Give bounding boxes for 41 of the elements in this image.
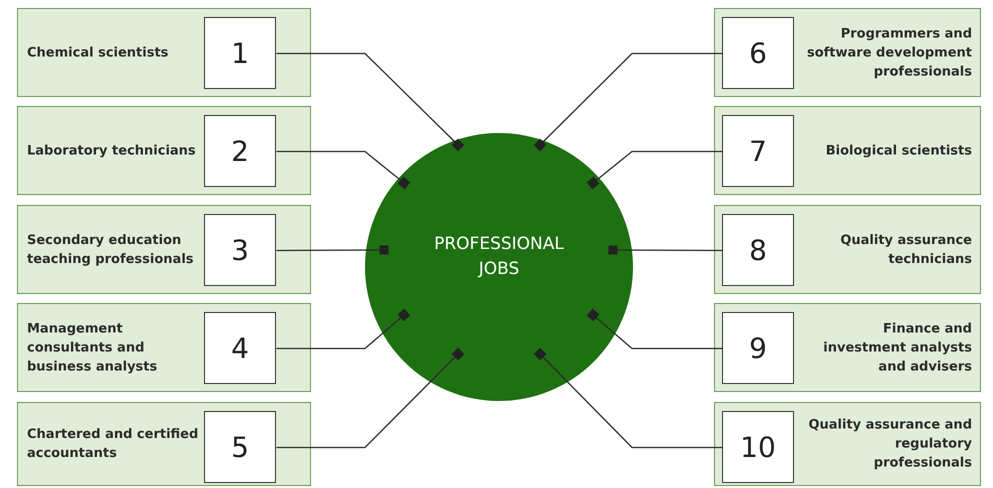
number-box: 1 bbox=[204, 17, 276, 89]
number-box: 3 bbox=[204, 214, 276, 286]
job-card bbox=[714, 303, 981, 392]
job-card bbox=[17, 303, 311, 392]
number-box: 7 bbox=[722, 115, 794, 187]
job-title: Biological scientists bbox=[824, 142, 972, 160]
number-box: 10 bbox=[722, 411, 794, 483]
job-card bbox=[714, 8, 981, 97]
job-title: Finance and investment analysts and advisers bbox=[822, 320, 972, 376]
job-title: Quality assurance technicians bbox=[839, 232, 972, 268]
number-box: 8 bbox=[722, 214, 794, 286]
job-card bbox=[17, 106, 311, 195]
number-box: 6 bbox=[722, 17, 794, 89]
number-box: 9 bbox=[722, 312, 794, 384]
job-title: Programmers and software development professionals bbox=[806, 25, 972, 81]
job-card bbox=[17, 402, 311, 486]
connector-line bbox=[276, 52, 464, 152]
connector-line bbox=[276, 150, 410, 190]
number-box: 5 bbox=[204, 411, 276, 483]
connector-line bbox=[608, 245, 722, 255]
job-title: Secondary education teaching professionals bbox=[27, 232, 195, 268]
job-title: Laboratory technicians bbox=[27, 142, 197, 160]
connector-line bbox=[276, 308, 410, 350]
number-box: 4 bbox=[204, 312, 276, 384]
job-card bbox=[714, 106, 981, 195]
job-title: Quality assurance and regulatory professionals bbox=[807, 416, 972, 472]
job-card bbox=[17, 8, 311, 97]
connector-line bbox=[276, 348, 464, 448]
connector-line bbox=[586, 308, 722, 350]
job-title: Chemical scientists bbox=[27, 44, 170, 62]
center-circle: PROFESSIONAL JOBS bbox=[364, 132, 634, 402]
job-title: Chartered and certified accountants bbox=[27, 426, 200, 463]
number-box: 2 bbox=[204, 115, 276, 187]
job-card bbox=[17, 205, 311, 294]
job-title: Management consultants and business analysts bbox=[27, 320, 158, 376]
connector-line bbox=[276, 245, 389, 255]
connector-line bbox=[534, 348, 722, 448]
connector-line bbox=[586, 150, 722, 190]
connector-line bbox=[534, 52, 722, 152]
job-card bbox=[714, 402, 981, 486]
job-card bbox=[714, 205, 981, 294]
